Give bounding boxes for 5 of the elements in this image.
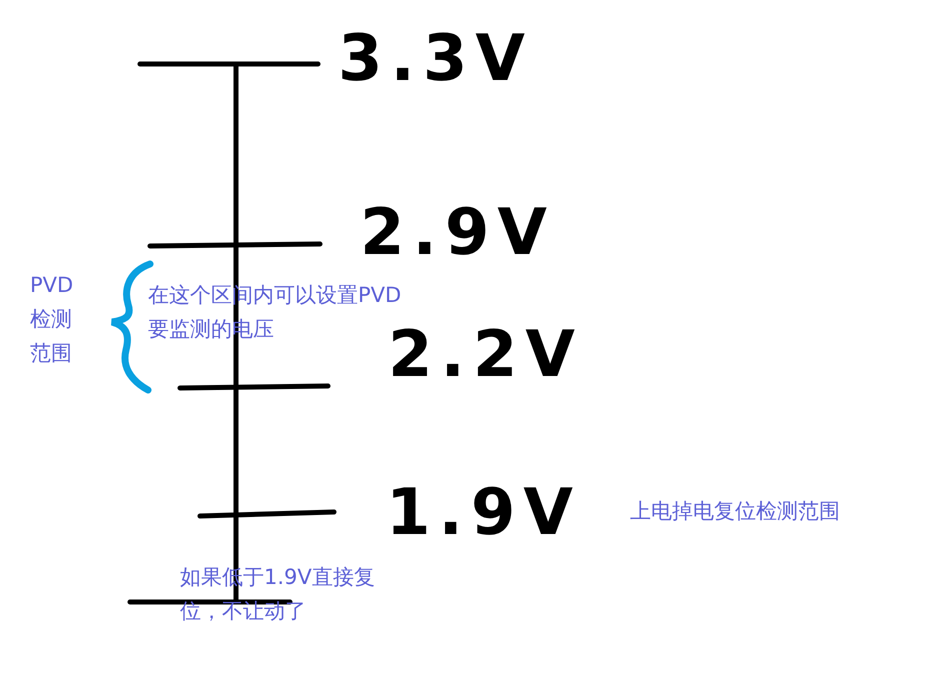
annotation-text: 上电掉电复位检测范围	[630, 498, 840, 525]
voltage-label: 2.9V	[360, 196, 555, 270]
range-label: PVD检测范围	[30, 272, 74, 367]
voltage-label: 3.3V	[338, 22, 533, 96]
voltage-label: 1.9V	[386, 476, 581, 550]
